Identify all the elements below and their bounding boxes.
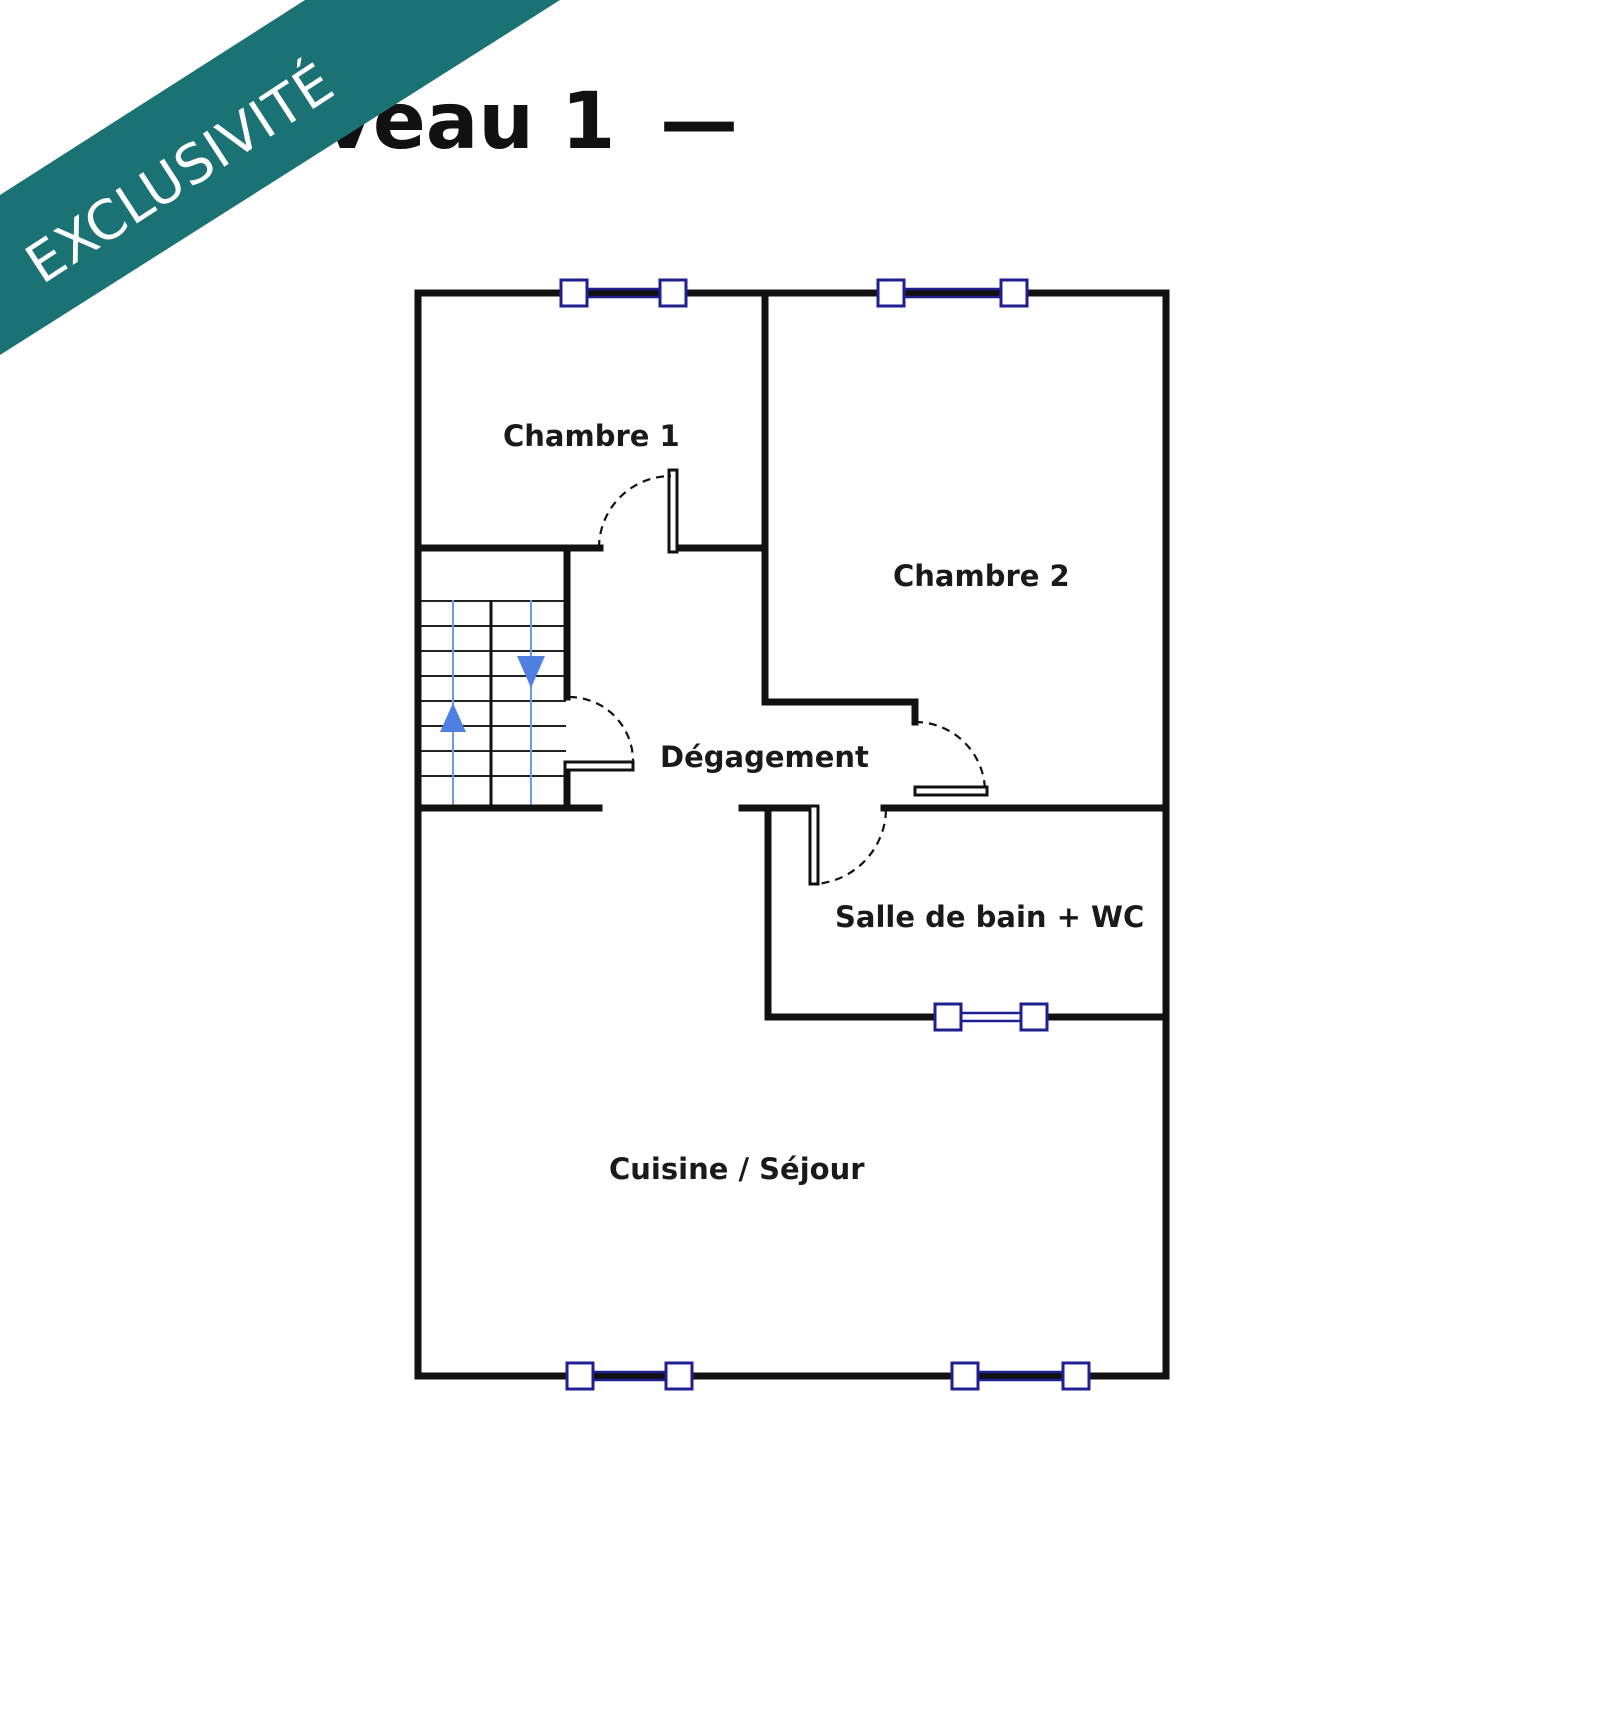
room-label-degagement: Dégagement [660,740,869,774]
walls [414,289,1170,1380]
arrow-down-icon [517,656,545,688]
window-icon [950,1361,1091,1391]
room-label-chambre-1: Chambre 1 [503,419,680,453]
window-icon [565,1361,694,1391]
room-label-salle-de-bain: Salle de bain + WC [835,900,1144,934]
arrow-up-icon [440,703,466,732]
window-icon [559,278,688,308]
door-swings [568,474,987,886]
staircase [420,600,566,808]
room-label-cuisine-sejour: Cuisine / Séjour [609,1152,865,1186]
title-dash: — [660,77,738,167]
window-icon [933,1002,1049,1032]
room-label-chambre-2: Chambre 2 [893,559,1070,593]
window-icon [876,278,1029,308]
exclusivite-ribbon: EXCLUSIVITÉ [0,0,560,355]
